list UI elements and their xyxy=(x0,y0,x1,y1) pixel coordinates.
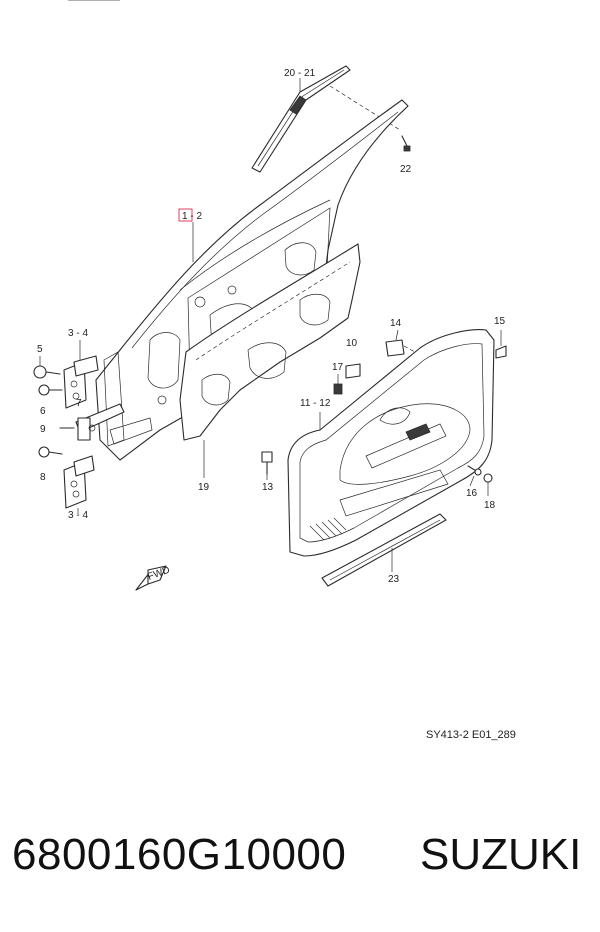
part-number: 6800160G10000 xyxy=(12,830,347,879)
callout-23: 23 xyxy=(388,574,400,585)
door-trim-panel-part xyxy=(287,329,495,557)
callout-20-21: 20 - 21 xyxy=(284,68,316,79)
diagram-reference-code: SY413-2 E01_289 xyxy=(426,729,516,741)
callout-3-4-top: 3 - 4 xyxy=(68,328,88,339)
callout-8: 8 xyxy=(40,472,46,483)
clip-15 xyxy=(495,330,507,359)
callout-19: 19 xyxy=(198,482,210,493)
clip-10 xyxy=(345,363,361,379)
callout-11-12: 11 - 12 xyxy=(300,398,331,409)
callout-15: 15 xyxy=(494,316,506,327)
callout-22: 22 xyxy=(400,164,412,175)
screw-16 xyxy=(467,465,482,476)
hinge-lower-part xyxy=(63,455,95,509)
clip-14 xyxy=(385,329,405,357)
callout-14: 14 xyxy=(390,318,402,329)
leader-16 xyxy=(469,475,475,487)
callout-9: 9 xyxy=(40,424,46,435)
callout-3-4-bottom: 3 - 4 xyxy=(68,510,88,521)
weather-strip-part xyxy=(321,513,447,587)
brand-name: SUZUKI xyxy=(420,830,582,879)
callout-1-2: 1 - 2 xyxy=(182,211,202,222)
callout-10: 10 xyxy=(346,338,358,349)
callout-13: 13 xyxy=(262,482,274,493)
door-exploded-view: FWD 20 - 21 22 1 - 2 3 - 4 5 6 7 9 8 3 -… xyxy=(33,0,516,741)
water-shield-part xyxy=(179,243,361,441)
clip-13 xyxy=(261,451,273,475)
callout-18: 18 xyxy=(484,500,496,511)
caption-bar xyxy=(0,775,600,932)
callout-17: 17 xyxy=(332,362,344,373)
callout-7: 7 xyxy=(76,398,82,409)
callout-5: 5 xyxy=(37,344,43,355)
callout-6: 6 xyxy=(40,406,46,417)
bolt-6 xyxy=(38,384,63,396)
callout-1-2-highlight: 1 - 2 xyxy=(178,208,202,222)
hinge-upper-part xyxy=(63,355,99,409)
parts-diagram: FWD 20 - 21 22 1 - 2 3 - 4 5 6 7 9 8 3 -… xyxy=(33,0,516,741)
callout-16: 16 xyxy=(466,488,478,499)
bolt-5 xyxy=(33,365,61,379)
bolt-8 xyxy=(38,446,63,458)
screw-22 xyxy=(401,135,411,152)
door-check-part xyxy=(59,403,125,441)
clip-17 xyxy=(333,383,343,395)
fwd-arrow-icon: FWD xyxy=(135,565,171,591)
cap-18 xyxy=(483,473,493,483)
